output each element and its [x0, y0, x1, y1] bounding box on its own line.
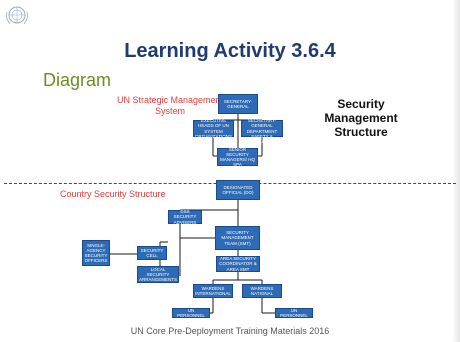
secretary-general-box: SECRETARY-GENERAL [218, 94, 258, 114]
security-management-heading: Security Management Structure [324, 97, 398, 139]
senior-security-managers-box: SENIOR SECURITY MANAGERS/ HQ SPA [217, 147, 258, 167]
designated-official-box: DESIGNATED OFFICIAL (DO) [216, 180, 260, 200]
slide-edge-shadow [452, 0, 460, 342]
wardens-national-box: WARDENS NATIONAL [242, 284, 282, 298]
un-emblem-icon [6, 6, 28, 25]
executive-heads-box: EXECUTIVE HEADS OF UN SYSTEM ORGANIZATIO… [193, 118, 234, 139]
under-secretary-general-box: UNDER SECRETARY-GENERAL DEPARTMENT SAFET… [241, 113, 283, 144]
un-personnel-right-box: UN PERSONNEL [275, 308, 313, 318]
dss-security-advisers-box: DSS SECURITY ADVISERS [168, 209, 202, 225]
slide-footer: UN Core Pre-Deployment Training Material… [130, 326, 330, 336]
security-management-team-box: SECURITY MANAGEMENT TEAM (SMT) [215, 226, 260, 250]
area-security-coordinator-box: AREA SECURITY COORDINATOR & AREA SMT [216, 256, 260, 272]
wardens-international-box: WARDENS INTERNATIONAL [193, 284, 233, 298]
single-agency-officers-box: SINGLE-AGENCY SECURITY OFFICERS [82, 240, 110, 266]
diagram-label: Diagram [43, 70, 112, 90]
security-cell-box: SECURITY CELL [137, 246, 167, 260]
strategic-system-caption: UN Strategic Management System [116, 95, 224, 116]
slide-title: Learning Activity 3.6.4 [124, 40, 336, 62]
country-structure-caption: Country Security Structure [60, 189, 166, 199]
local-security-arrangements-box: LOCAL SECURITY ARRANGEMENTS [137, 266, 179, 283]
un-personnel-left-box: UN PERSONNEL [172, 308, 210, 318]
